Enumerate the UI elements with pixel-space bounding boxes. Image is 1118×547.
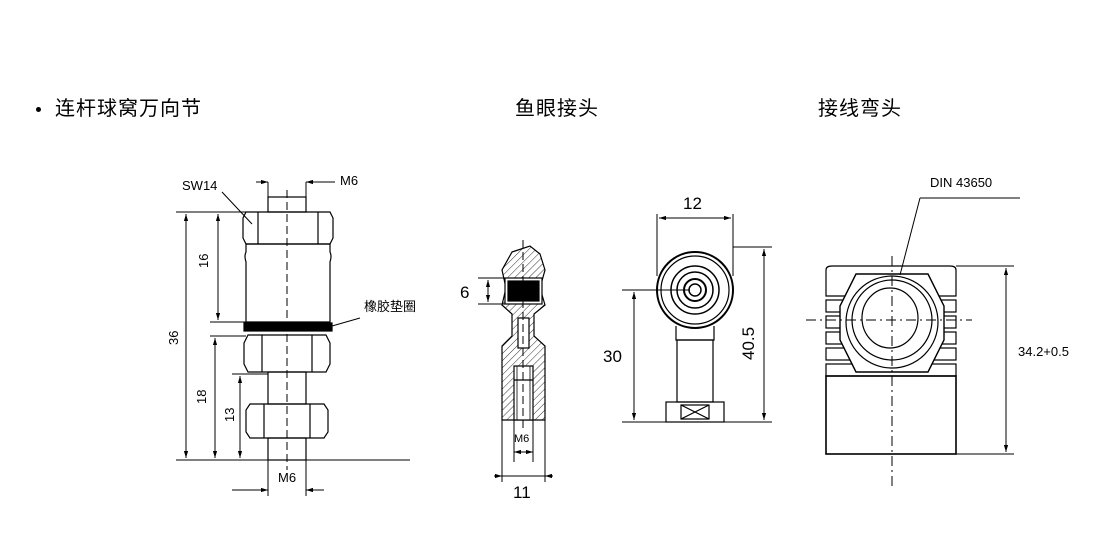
heading-linkage: 连杆球窝万向节 — [30, 92, 202, 121]
rubber-gasket — [243, 322, 333, 332]
label-dim-40-5: 40.5 — [739, 327, 758, 360]
top-hex — [242, 211, 334, 245]
label-dim-16: 16 — [196, 254, 211, 268]
elbow-dimensions — [899, 197, 1020, 455]
body — [244, 243, 332, 323]
label-dim-6: 6 — [460, 283, 469, 302]
linkage-dimensions — [176, 179, 410, 496]
linkage-ball-joint — [242, 190, 334, 470]
fisheye-dimensions — [478, 277, 553, 482]
rod-end-dimensions — [622, 214, 772, 423]
heading-fisheye: 鱼眼接头 — [515, 96, 599, 120]
bullet-icon — [36, 107, 41, 112]
heading-linkage-text: 连杆球窝万向节 — [55, 96, 202, 120]
elbow-connector — [806, 256, 972, 490]
label-din: DIN 43650 — [930, 175, 992, 190]
label-dim-30: 30 — [603, 347, 622, 366]
label-m6-fisheye: M6 — [514, 433, 529, 445]
label-rubber-gasket: 橡胶垫圈 — [364, 299, 416, 314]
label-dim-36: 36 — [166, 331, 181, 345]
heading-elbow: 接线弯头 — [818, 96, 902, 120]
label-sw14: SW14 — [182, 178, 217, 193]
label-dim-11: 11 — [513, 483, 531, 502]
lower-hex — [243, 334, 331, 373]
label-dim-12: 12 — [683, 194, 702, 213]
jam-nut — [245, 403, 329, 439]
label-dim-18: 18 — [194, 390, 209, 404]
rod-end — [656, 251, 734, 423]
label-dim-height: 34.2+0.5 — [1018, 344, 1069, 359]
fisheye-joint — [501, 240, 546, 430]
label-m6-bottom: M6 — [278, 470, 296, 485]
label-m6-top: M6 — [340, 173, 358, 188]
label-dim-13: 13 — [222, 408, 237, 422]
